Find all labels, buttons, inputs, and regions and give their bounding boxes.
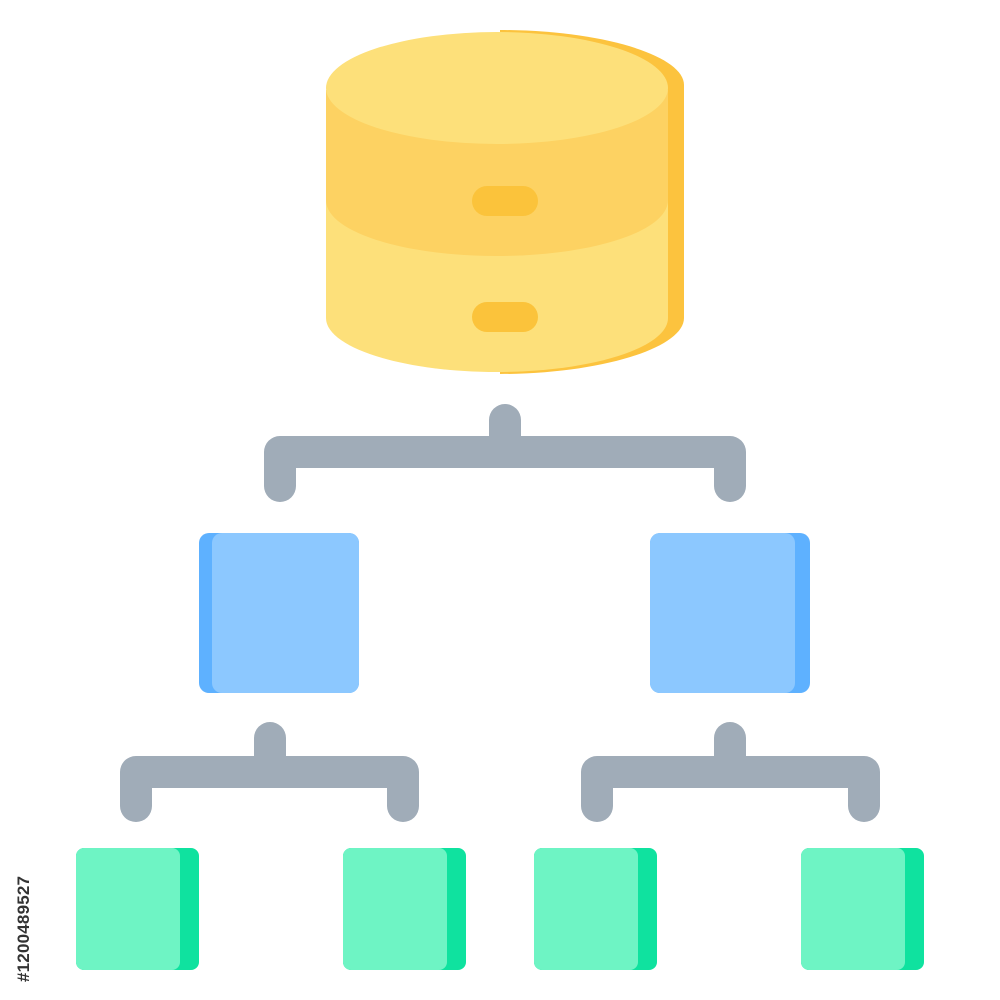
- database-icon: [326, 30, 684, 374]
- green-node-4: [801, 848, 924, 970]
- blue-node-left: [199, 533, 359, 693]
- right-connector: [581, 722, 880, 822]
- green-node-1: [76, 848, 199, 970]
- green-node-2: [343, 848, 466, 970]
- blue-node-right: [650, 533, 810, 693]
- database-top-cap: [326, 32, 668, 144]
- database-slot-lower: [472, 302, 538, 332]
- stock-id-label: #1200489527: [14, 875, 33, 982]
- left-connector: [120, 722, 419, 822]
- top-connector: [264, 404, 746, 502]
- database-slot-upper: [472, 186, 538, 216]
- green-node-3: [534, 848, 657, 970]
